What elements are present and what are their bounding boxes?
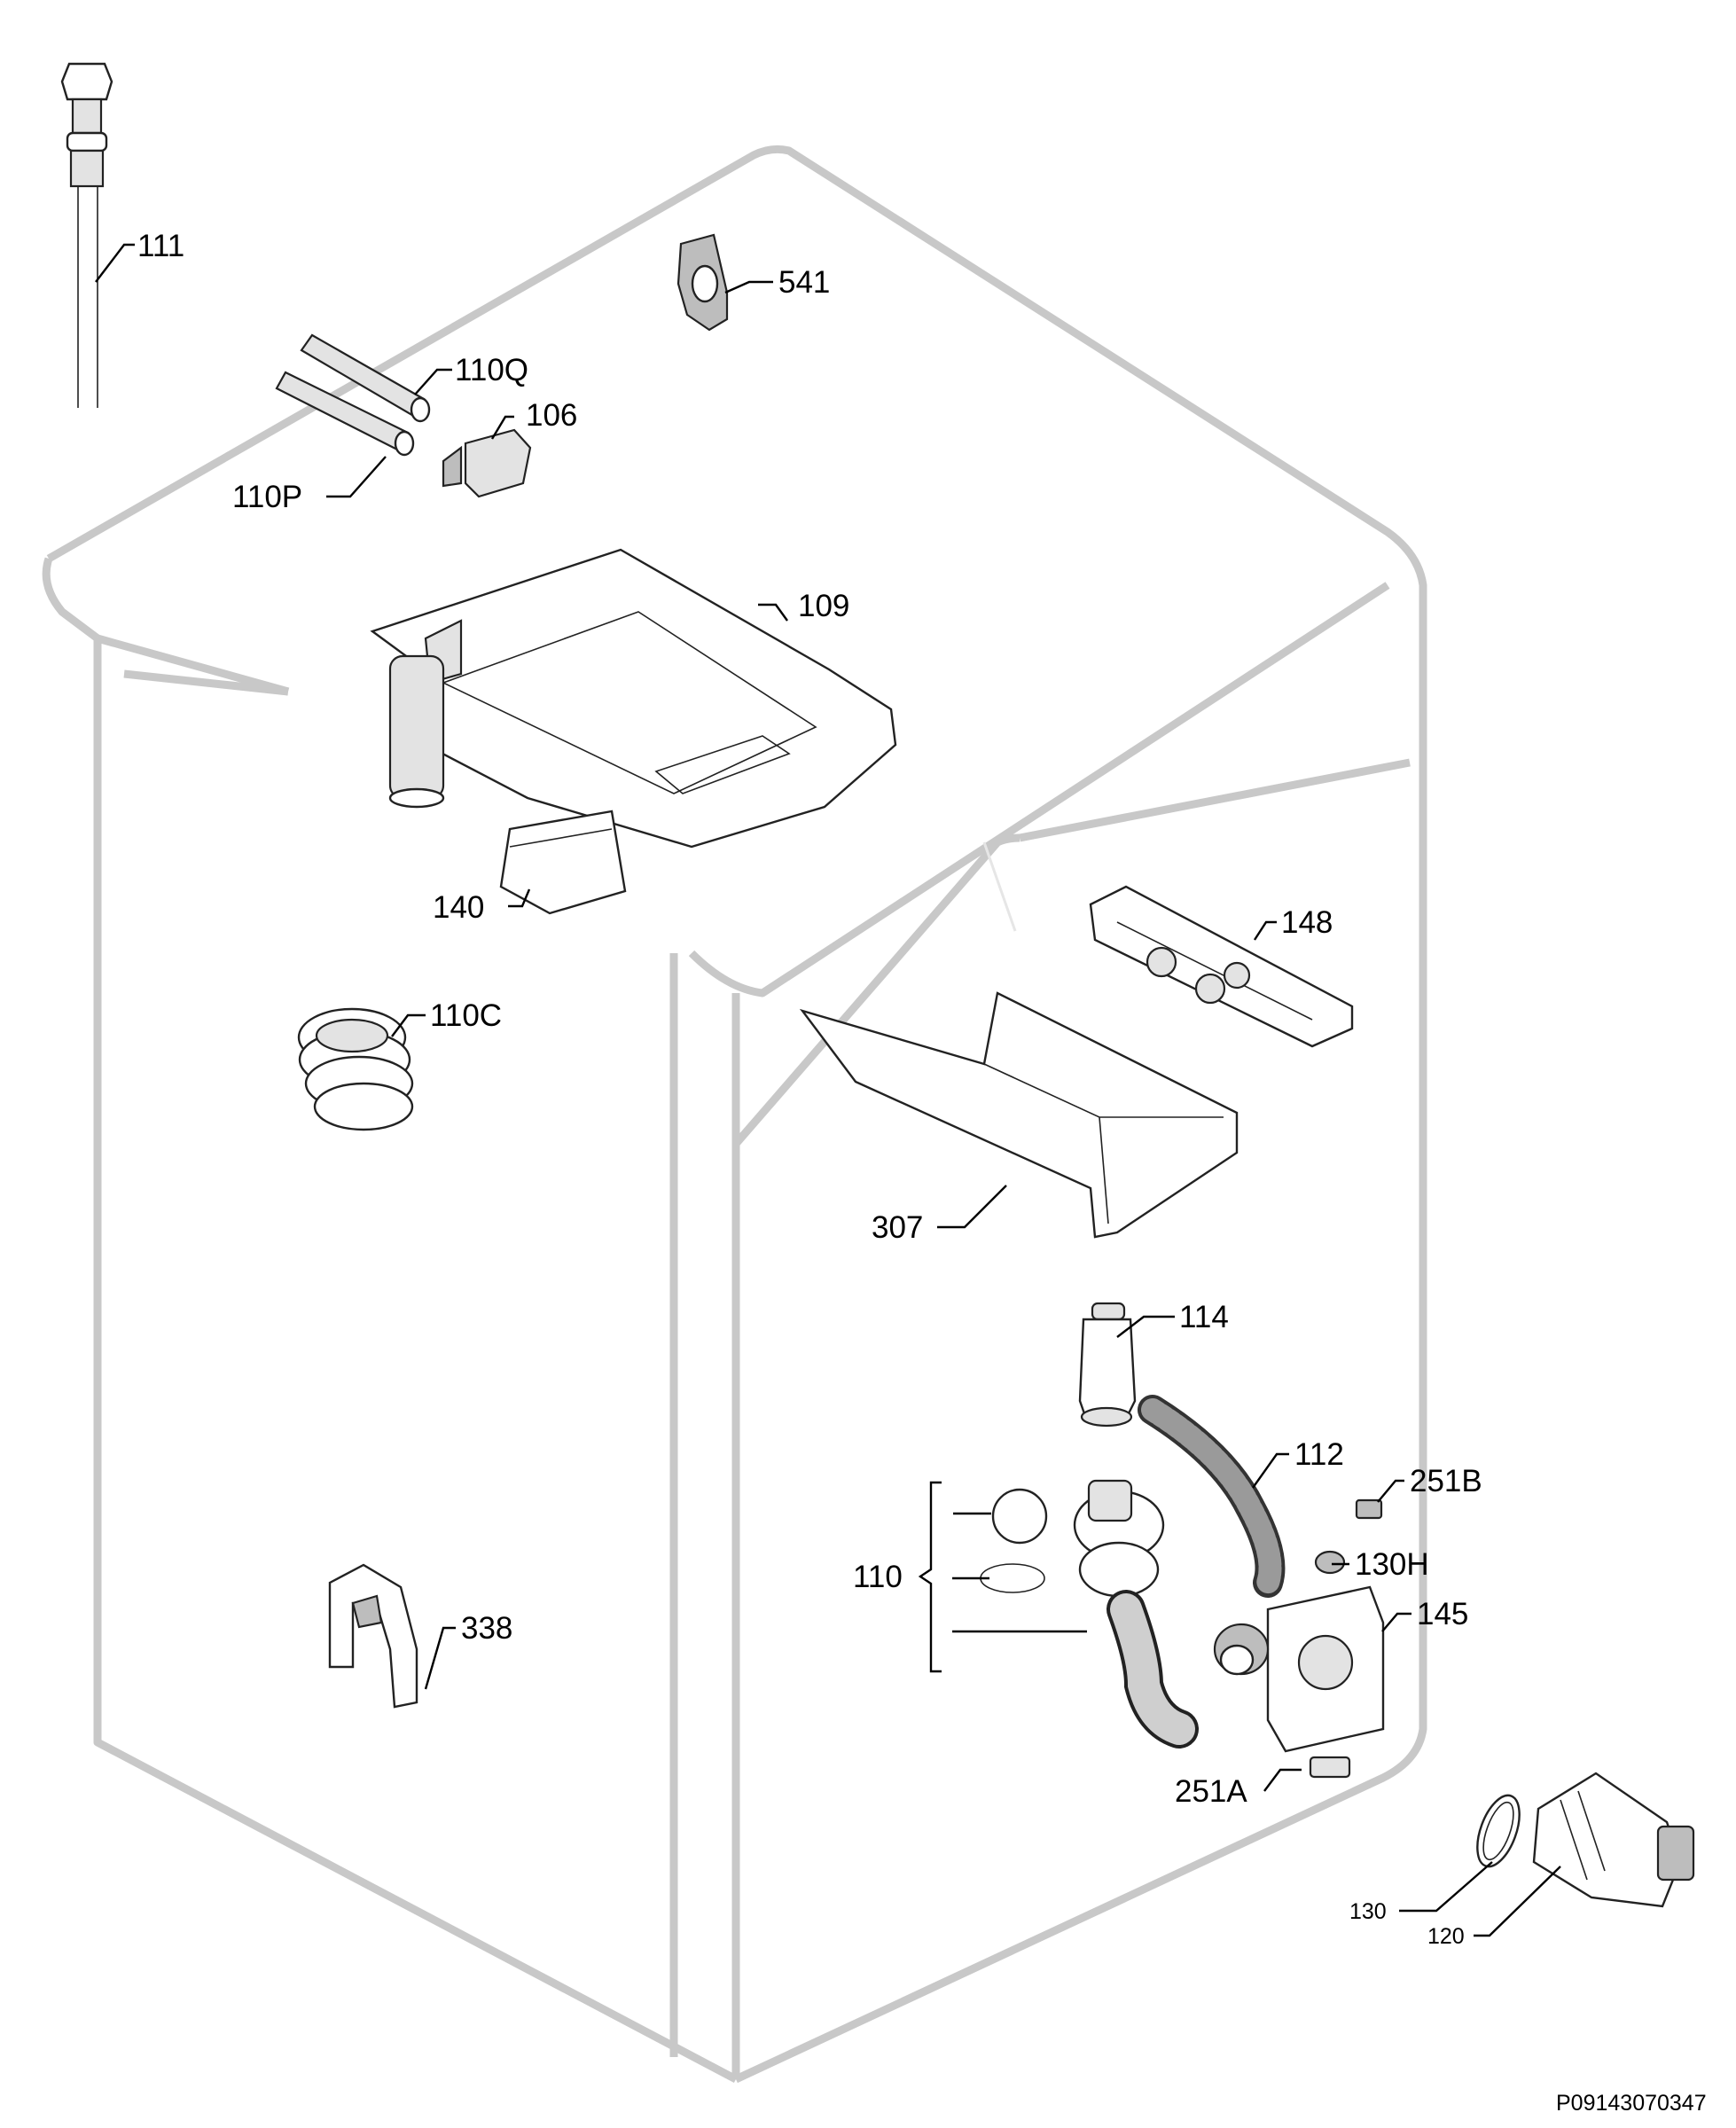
callout-145: 145 <box>1417 1597 1468 1631</box>
bellows-110C <box>297 1007 414 1131</box>
valve-114 <box>1078 1302 1137 1428</box>
callout-120: 120 <box>1427 1924 1465 1949</box>
duct-140 <box>499 810 627 915</box>
callout-111: 111 <box>137 229 184 263</box>
tubes-110Q-110P <box>275 333 431 457</box>
callout-110P: 110P <box>232 480 302 514</box>
cabinet-outline <box>42 145 1427 2084</box>
bracket-541 <box>676 233 729 332</box>
callout-251A: 251A <box>1175 1774 1247 1809</box>
callout-338: 338 <box>461 1611 512 1646</box>
callout-251B: 251B <box>1410 1464 1482 1498</box>
pump-145 <box>1213 1585 1385 1753</box>
callout-140: 140 <box>433 890 484 925</box>
callout-110C: 110C <box>430 998 502 1033</box>
callout-110: 110 <box>853 1560 903 1594</box>
callout-112: 112 <box>1294 1437 1344 1472</box>
small-parts <box>1309 1498 1383 1779</box>
dispenser-panel-148 <box>1089 885 1354 1048</box>
callout-106: 106 <box>526 398 577 433</box>
leader-lines <box>95 243 1561 1937</box>
hose-112 <box>1138 1395 1286 1598</box>
callout-130H: 130H <box>1355 1547 1429 1582</box>
callout-148: 148 <box>1281 905 1333 940</box>
pump-housing-110 <box>980 1479 1199 1749</box>
callout-labels: 111 541 110Q 106 110P 109 140 148 110C 3… <box>137 229 1482 1949</box>
drawing-id: P09143070347 <box>1556 2091 1707 2116</box>
callout-109: 109 <box>798 589 849 623</box>
inlet-hose-111 <box>60 62 113 408</box>
callout-110Q: 110Q <box>455 353 528 387</box>
clip-106 <box>442 428 532 498</box>
callout-130: 130 <box>1349 1899 1387 1924</box>
callout-114: 114 <box>1179 1300 1229 1334</box>
dispenser-housing-109 <box>370 548 897 849</box>
detergent-drawer-307 <box>799 991 1239 1239</box>
filter-seal-130-120 <box>1476 1772 1695 1908</box>
hose-guide-338 <box>328 1563 418 1709</box>
callout-541: 541 <box>778 265 830 300</box>
callout-307: 307 <box>872 1210 923 1245</box>
